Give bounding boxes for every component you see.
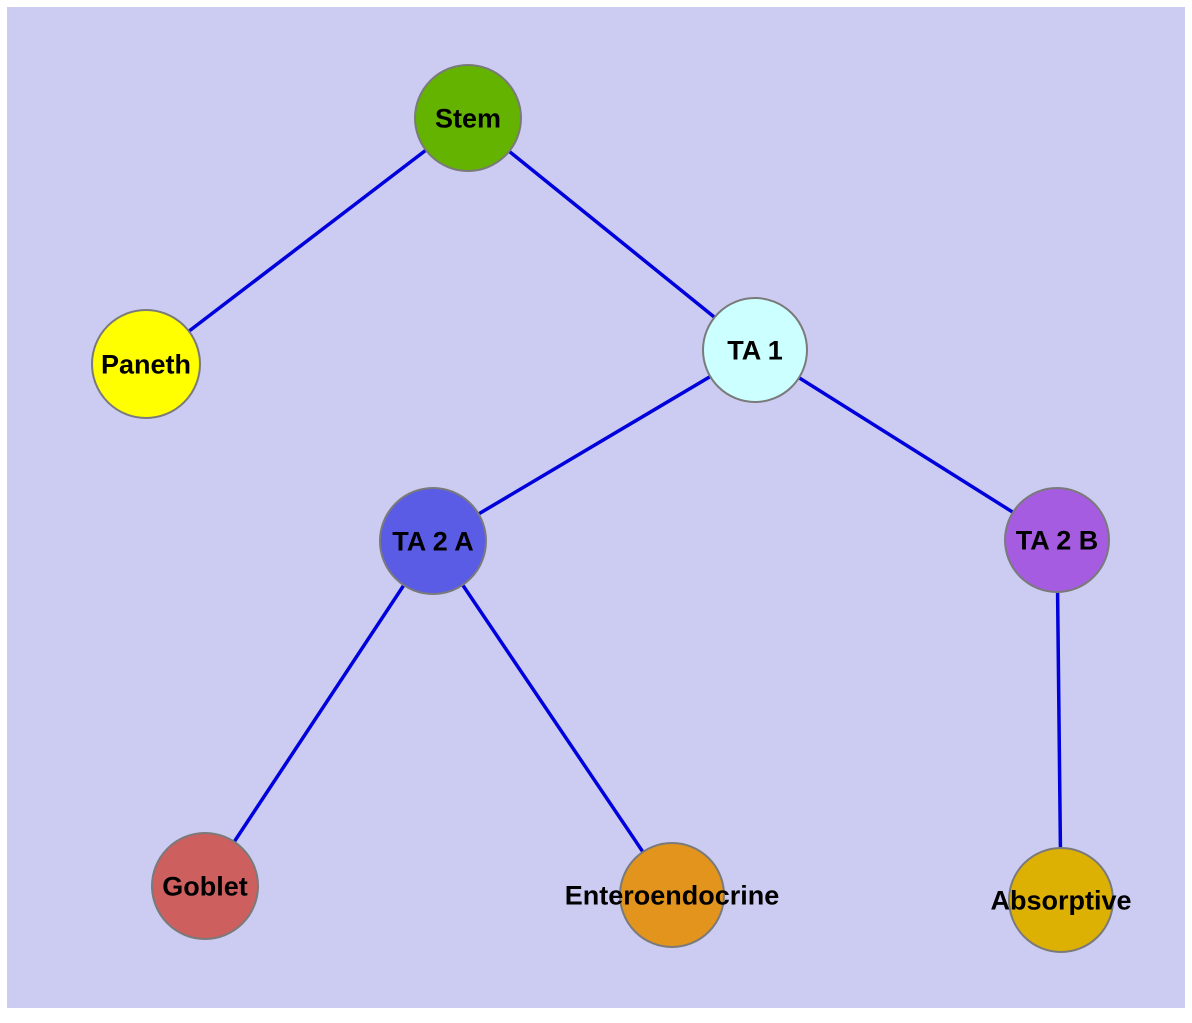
node-circle-ta-1	[702, 297, 808, 403]
node-goblet: Goblet	[151, 832, 259, 940]
node-ta-1: TA 1	[702, 297, 808, 403]
node-circle-ta-2-b	[1004, 487, 1110, 593]
node-paneth: Paneth	[91, 309, 201, 419]
node-circle-ta-2-a	[379, 487, 487, 595]
edge-ta-2-a-goblet	[203, 540, 435, 887]
node-circle-goblet	[151, 832, 259, 940]
node-ta-2-b: TA 2 B	[1004, 487, 1110, 593]
node-stem: Stem	[414, 64, 522, 172]
edge-stem-paneth	[144, 116, 470, 366]
edge-ta-1-ta-2-b	[754, 348, 1058, 542]
node-circle-absorptive	[1008, 847, 1114, 953]
node-circle-paneth	[91, 309, 201, 419]
node-circle-enteroendocrine	[619, 842, 725, 948]
edge-ta-2-b-absorptive	[1055, 539, 1063, 901]
node-ta-2-a: TA 2 A	[379, 487, 487, 595]
edge-ta-1-ta-2-a	[432, 348, 756, 543]
edge-stem-ta-1	[466, 116, 757, 352]
edge-ta-2-a-enteroendocrine	[431, 540, 674, 896]
node-circle-stem	[414, 64, 522, 172]
